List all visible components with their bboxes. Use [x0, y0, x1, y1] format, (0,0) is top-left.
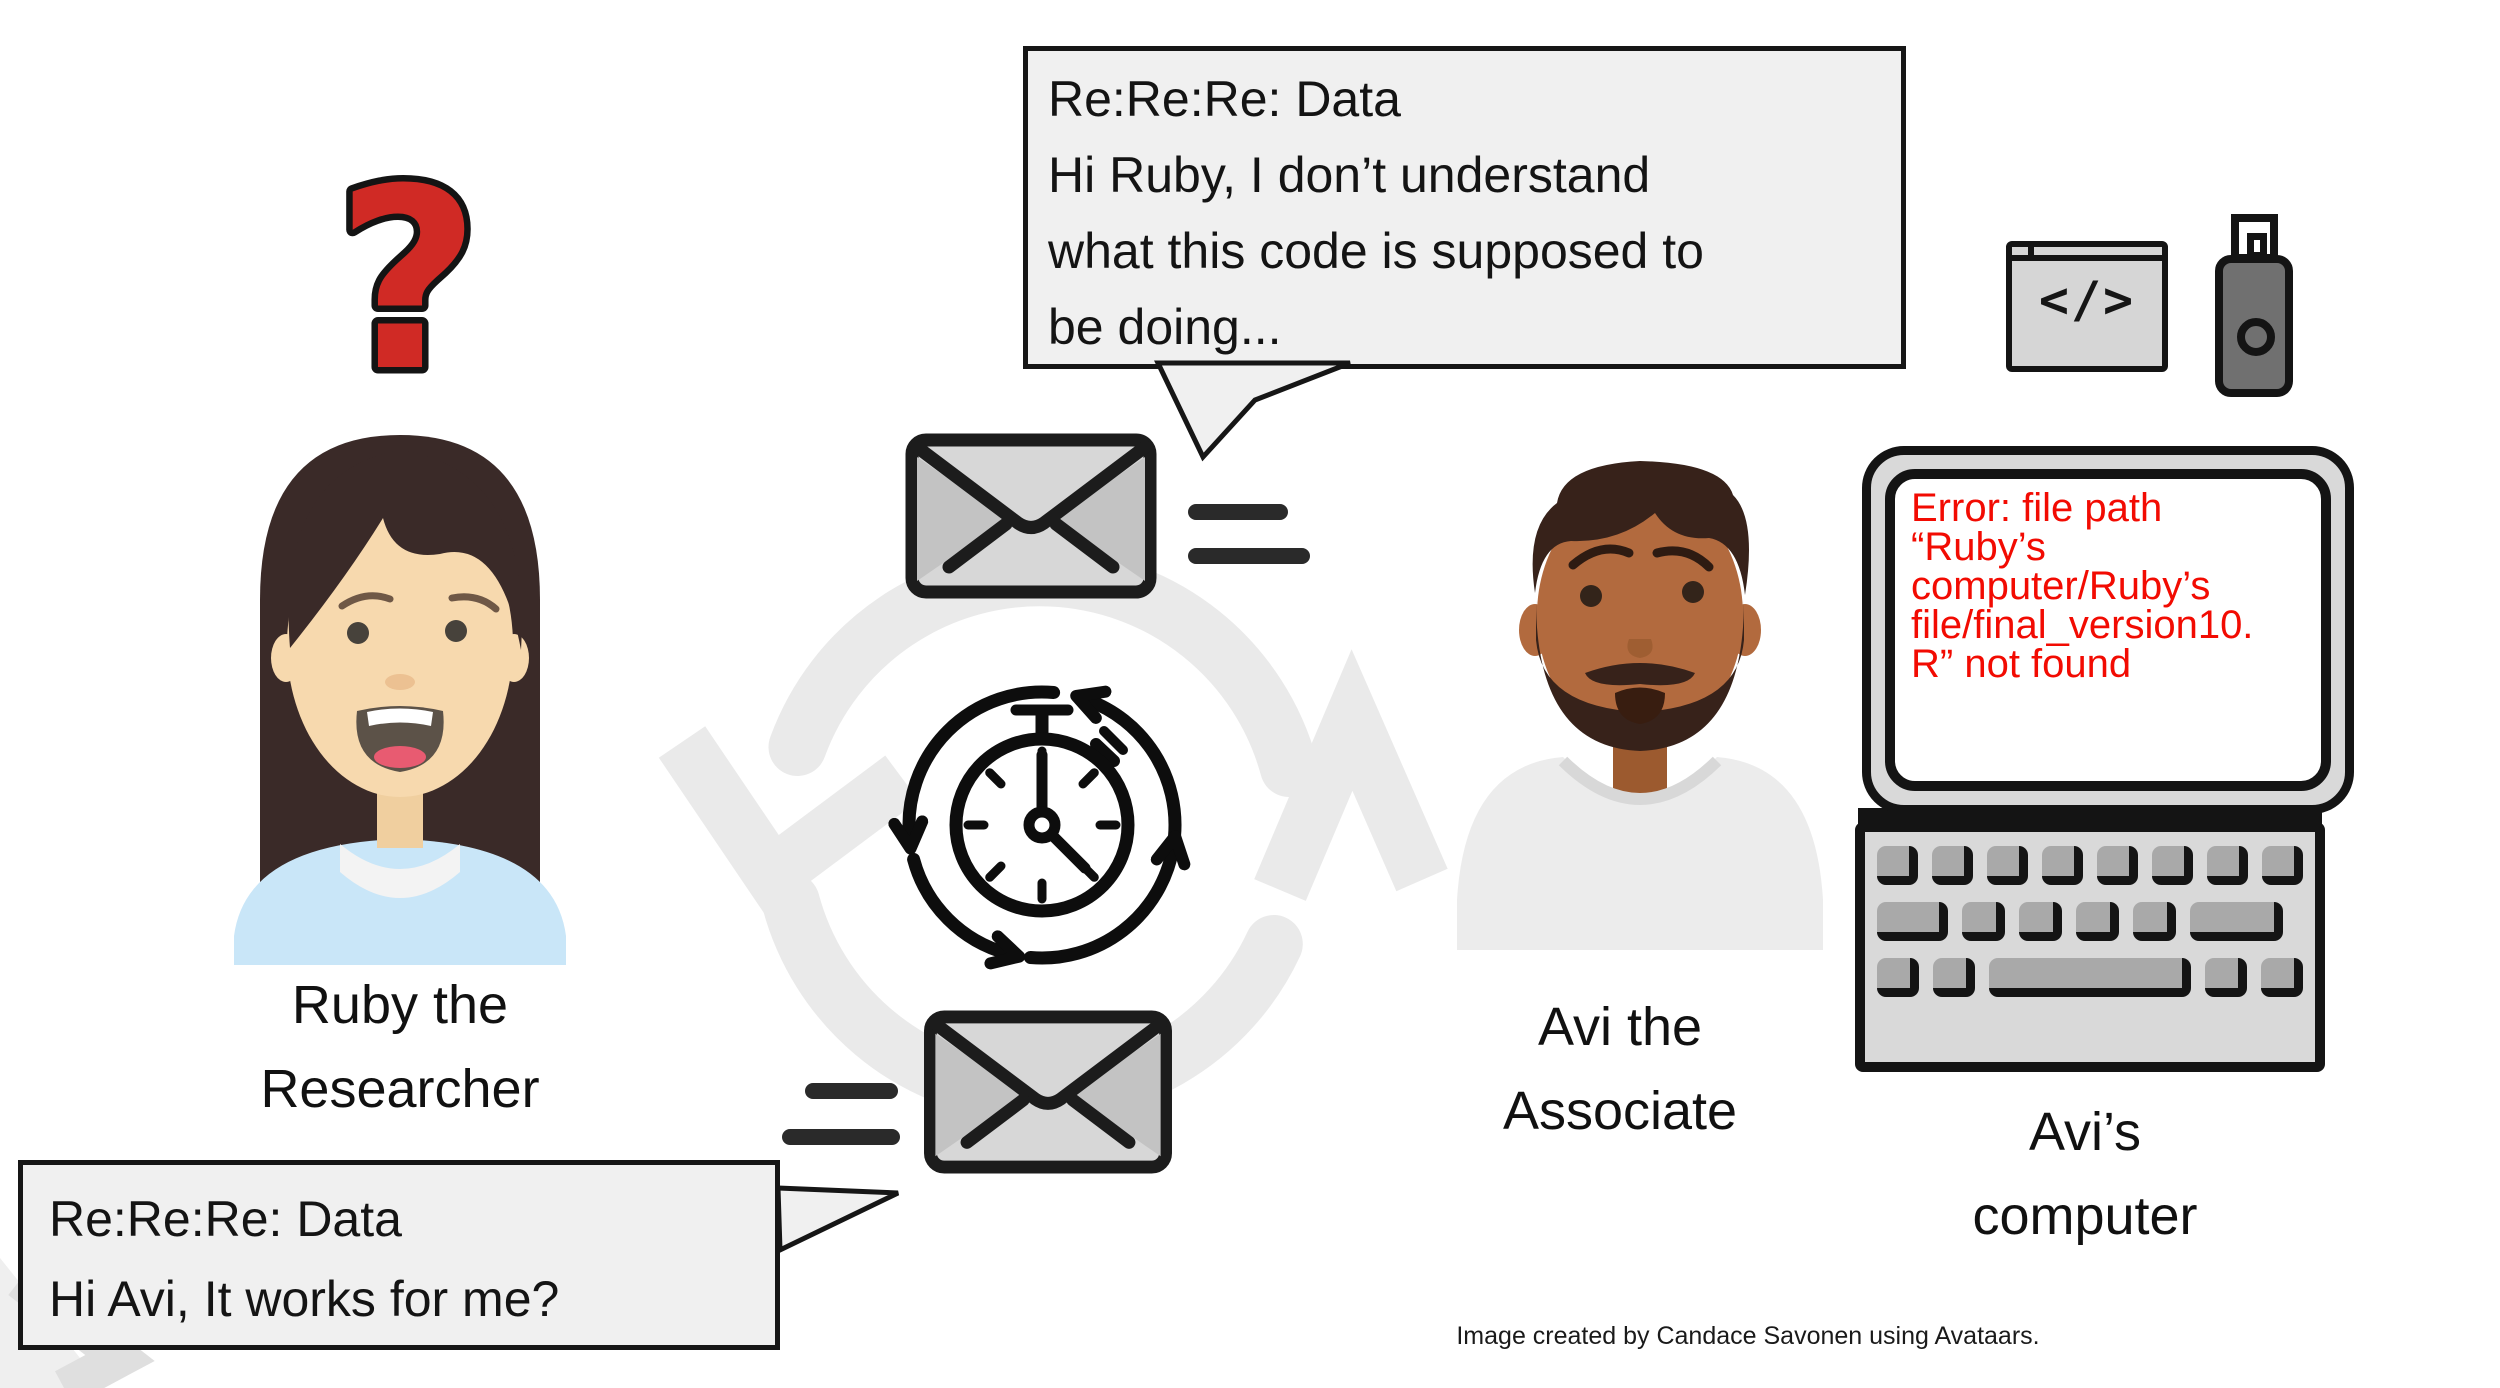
avi-label-line1: Avi the	[1537, 997, 1703, 1057]
speed-line	[1188, 504, 1288, 520]
keyboard-key	[2076, 902, 2119, 941]
bubble-top-line2: Hi Ruby, I don’t understand	[1048, 147, 1651, 203]
email-bubble-from-ruby: Re:Re:Re: Data Hi Avi, It works for me?	[18, 1160, 780, 1350]
avi-eye-left	[1580, 585, 1602, 607]
bubble-top-line1: Re:Re:Re: Data	[1048, 71, 1401, 127]
code-window-icon: </>	[2006, 241, 2168, 372]
keyboard-key	[1877, 902, 1948, 941]
code-window-titlebar	[2012, 247, 2162, 261]
speed-line	[1188, 548, 1310, 564]
keyboard-key	[2152, 846, 2193, 885]
monitor-screen: Error: file path “Ruby’s computer/Ruby’s…	[1885, 469, 2331, 791]
keyboard-key	[2262, 846, 2303, 885]
avi-label-line2: Associate	[1502, 1081, 1738, 1141]
keyboard-key	[1962, 902, 2005, 941]
bubble-bottom-line2: Hi Avi, It works for me?	[49, 1271, 560, 1327]
ruby-collar	[340, 844, 460, 898]
avi-nose	[1627, 639, 1653, 658]
avi-avatar	[1457, 461, 1823, 950]
avi-hood-edge	[1558, 756, 1722, 805]
error-text-line3: computer/Ruby’s	[1911, 564, 2211, 608]
code-glyph: </>	[2038, 271, 2136, 329]
speed-line	[782, 1129, 900, 1145]
keyboard-key	[2261, 958, 2304, 997]
keyboard-key	[1987, 846, 2028, 885]
avi-eyebrow-left	[1568, 544, 1634, 570]
ruby-eyebrow-right	[448, 593, 500, 613]
keyboard-key	[2205, 958, 2248, 997]
ruby-teeth	[367, 708, 433, 726]
error-text-line2: “Ruby’s	[1911, 525, 2046, 569]
ruby-label-line2: Researcher	[260, 1059, 540, 1119]
error-text-line1: Error: file path	[1911, 486, 2163, 530]
waiting-clock-icon	[888, 685, 1191, 970]
usb-drive-ring	[2237, 318, 2275, 356]
keyboard-key	[2042, 846, 2083, 885]
keyboard-icon	[1855, 822, 2325, 1072]
ruby-label: Ruby the Researcher	[100, 963, 700, 1131]
avi-hoodie	[1457, 757, 1823, 950]
keyboard-key	[2097, 846, 2138, 885]
computer-label-line2: computer	[1972, 1186, 2198, 1246]
attribution-text: Image created by Candace Savonen using A…	[1456, 1322, 2040, 1350]
usb-drive-connector-inner	[2247, 233, 2267, 259]
bubble-bottom-line1: Re:Re:Re: Data	[49, 1191, 402, 1247]
bubble-top-line3: what this code is supposed to	[1048, 223, 1704, 279]
envelope-icon-top	[905, 433, 1157, 599]
ruby-nose	[385, 674, 415, 690]
keyboard-row-3	[1877, 958, 2304, 997]
keyboard-row-1	[1877, 846, 2303, 885]
question-mark-glyph: ?	[335, 135, 480, 426]
ruby-avatar	[234, 435, 566, 965]
envelope-icon-bottom	[922, 1010, 1174, 1174]
question-mark-icon: ?	[329, 129, 487, 433]
bubble-bottom-tail	[775, 1185, 900, 1254]
keyboard-key	[2133, 902, 2176, 941]
ruby-eyebrow-left	[338, 592, 394, 610]
computer-monitor: Error: file path “Ruby’s computer/Ruby’s…	[1862, 446, 2354, 814]
keyboard-spacebar	[1988, 958, 2192, 997]
keyboard-key	[1932, 958, 1975, 997]
ruby-shirt	[234, 839, 566, 965]
keyboard-key	[1877, 958, 1919, 997]
ruby-eye-right	[445, 620, 467, 642]
email-bubble-from-avi: Re:Re:Re: Data Hi Ruby, I don’t understa…	[1023, 46, 1906, 369]
avi-mustache	[1585, 663, 1695, 686]
keyboard-key	[2190, 902, 2283, 941]
ruby-bangs	[288, 450, 522, 650]
computer-label-line1: Avi’s	[2028, 1102, 2142, 1162]
avi-mouth	[1615, 687, 1665, 724]
error-text-line4: file/final_version10.	[1911, 603, 2254, 647]
avi-eyebrow-right	[1652, 546, 1714, 572]
keyboard-key	[2019, 902, 2062, 941]
bubble-top-line4: be doing...	[1048, 299, 1282, 355]
ruby-label-line1: Ruby the	[291, 975, 509, 1035]
keyboard-key	[1932, 846, 1973, 885]
avi-eye-right	[1682, 581, 1704, 603]
computer-label: Avi’s computer	[1785, 1090, 2385, 1258]
keyboard-row-2	[1877, 902, 2303, 941]
ruby-tongue	[374, 746, 426, 768]
bubble-top-tail	[1154, 360, 1351, 462]
code-window-titlebar-divider	[2028, 247, 2034, 261]
ruby-eye-left	[347, 622, 369, 644]
avi-beard	[1536, 600, 1744, 751]
speed-line	[805, 1083, 898, 1099]
avi-hair	[1532, 461, 1749, 595]
keyboard-key	[2207, 846, 2248, 885]
error-text-line5: R” not found	[1911, 642, 2132, 686]
avi-label: Avi the Associate	[1320, 985, 1920, 1153]
keyboard-key	[1877, 846, 1918, 885]
